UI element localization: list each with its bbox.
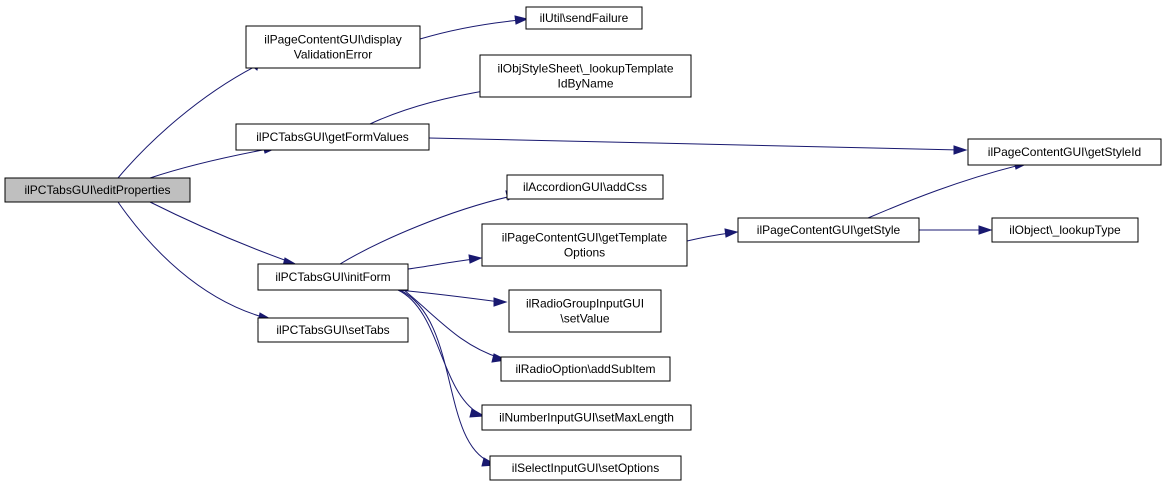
node-box <box>481 404 692 431</box>
node-setValue[interactable]: ilRadioGroupInputGUI\setValue <box>508 289 662 333</box>
node-addCss[interactable]: ilAccordionGUI\addCss <box>506 174 664 200</box>
edge-getTemplateOptions-to-getStyle <box>686 228 739 242</box>
edge-editProperties-to-initForm <box>149 201 299 267</box>
node-label-line: ilRadioGroupInputGUI <box>526 297 644 311</box>
edge-line <box>149 148 269 179</box>
edge-line <box>686 232 731 242</box>
edge-line <box>117 65 257 179</box>
edge-line <box>867 164 1021 219</box>
edge-line <box>419 19 521 40</box>
edge-arrowhead <box>514 15 529 25</box>
node-getFormValues[interactable]: ilPCTabsGUI\getFormValues <box>235 123 430 151</box>
node-label-line: ilObjStyleSheet\_lookupTemplate <box>497 62 673 76</box>
node-box <box>481 223 688 267</box>
edge-arrowhead <box>978 225 993 235</box>
node-box <box>4 177 191 203</box>
node-getStyle[interactable]: ilPageContentGUI\getStyle <box>737 217 920 243</box>
edge-arrowhead <box>953 145 968 155</box>
edge-initForm-to-setOptions <box>399 289 498 467</box>
edge-line <box>403 289 501 359</box>
node-box <box>508 289 662 333</box>
edge-line <box>117 201 267 319</box>
node-label-line: ilPCTabsGUI\initForm <box>275 270 390 284</box>
edge-initForm-to-setMaxLength <box>397 289 486 418</box>
node-setMaxLength[interactable]: ilNumberInputGUI\setMaxLength <box>481 404 692 431</box>
edge-line <box>369 89 491 125</box>
node-label-line: ilNumberInputGUI\setMaxLength <box>499 411 674 425</box>
node-box <box>991 217 1139 243</box>
edge-arrowhead <box>468 254 483 264</box>
edge-line <box>397 289 479 414</box>
node-getStyleId[interactable]: ilPageContentGUI\getStyleId <box>967 138 1162 166</box>
node-label-line: ValidationError <box>294 48 372 62</box>
nodes-layer: ilPCTabsGUI\editProperties ilPageContentG… <box>4 6 1162 481</box>
node-label-line: ilPCTabsGUI\editProperties <box>24 183 170 197</box>
edge-getFormValues-to-lookupTemplateIdByName <box>369 85 499 125</box>
node-editProperties[interactable]: ilPCTabsGUI\editProperties <box>4 177 191 203</box>
node-label-line: ilSelectInputGUI\setOptions <box>512 461 659 475</box>
edge-arrowhead <box>724 228 739 238</box>
node-setTabs[interactable]: ilPCTabsGUI\setTabs <box>257 317 409 343</box>
edge-arrowhead <box>493 297 508 307</box>
node-label-line: ilPageContentGUI\getStyleId <box>988 145 1141 159</box>
node-box <box>479 54 692 98</box>
node-box <box>257 317 409 343</box>
node-box <box>245 25 421 69</box>
node-box <box>967 138 1162 166</box>
node-box <box>737 217 920 243</box>
node-label-line: ilObject\_lookupType <box>1009 223 1121 237</box>
edge-line <box>339 195 513 265</box>
node-label-line: ilUtil\sendFailure <box>540 11 629 25</box>
node-label-line: \setValue <box>560 312 609 326</box>
node-label-line: ilPCTabsGUI\setTabs <box>276 323 389 337</box>
edge-getStyle-to-getStyleId <box>867 160 1028 219</box>
edge-editProperties-to-setTabs <box>117 201 274 323</box>
edge-line <box>428 137 961 151</box>
node-box <box>257 263 409 291</box>
node-box <box>506 174 664 200</box>
node-box <box>525 6 643 30</box>
edge-arrowhead <box>469 408 486 418</box>
node-label-line: ilPageContentGUI\display <box>264 33 401 47</box>
edge-initForm-to-setValue <box>397 289 508 307</box>
node-setOptions[interactable]: ilSelectInputGUI\setOptions <box>489 455 682 481</box>
node-label-line: ilPageContentGUI\getStyle <box>757 223 901 237</box>
node-label-line: ilPCTabsGUI\getFormValues <box>256 130 409 144</box>
node-box <box>235 123 430 151</box>
edge-getStyle-to-lookupType <box>919 225 993 235</box>
node-initForm[interactable]: ilPCTabsGUI\initForm <box>257 263 409 291</box>
edge-editProperties-to-displayValidationError <box>117 56 261 179</box>
edge-line <box>149 201 291 263</box>
node-label-line: IdByName <box>557 77 613 91</box>
node-box <box>500 356 671 382</box>
edge-line <box>399 289 491 463</box>
edge-getFormValues-to-getStyleId <box>428 137 968 155</box>
node-label-line: Options <box>564 246 605 260</box>
node-lookupType[interactable]: ilObject\_lookupType <box>991 217 1139 243</box>
node-label-line: ilPageContentGUI\getTemplate <box>502 231 668 245</box>
edge-line <box>397 289 501 303</box>
edge-displayValidationError-to-sendFailure <box>419 15 529 40</box>
node-sendFailure[interactable]: ilUtil\sendFailure <box>525 6 643 30</box>
node-addSubItem[interactable]: ilRadioOption\addSubItem <box>500 356 671 382</box>
edge-initForm-to-getTemplateOptions <box>407 254 483 270</box>
node-label-line: ilRadioOption\addSubItem <box>515 362 655 376</box>
edge-line <box>407 258 475 270</box>
node-box <box>489 455 682 481</box>
node-label-line: ilAccordionGUI\addCss <box>523 180 647 194</box>
